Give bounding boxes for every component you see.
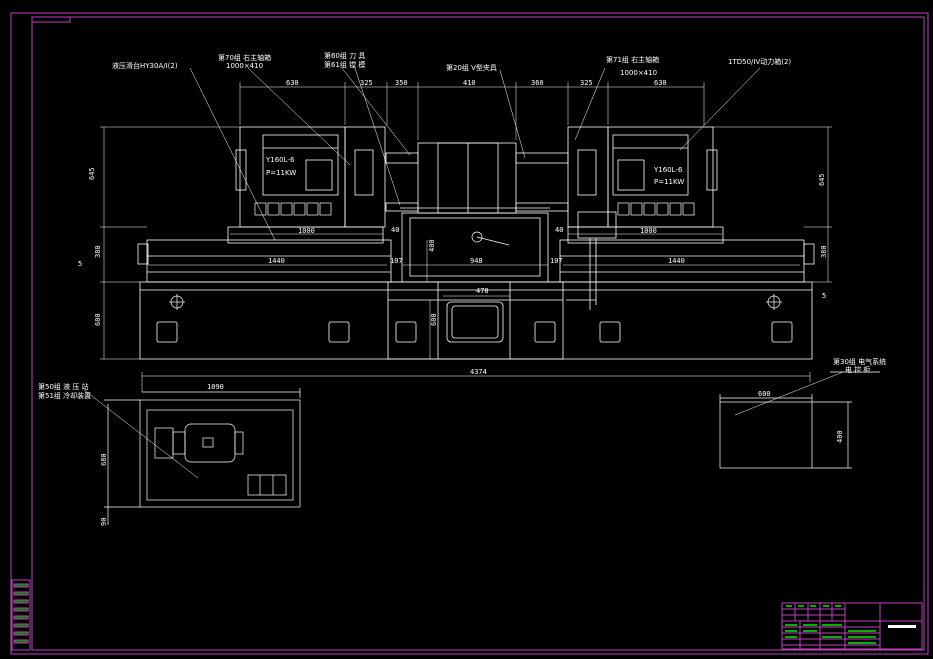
left-strip (11, 579, 31, 651)
labels: 液压滑台HY30A/I(2) 第70组 右主轴箱 1000×410 第60组 刀… (38, 51, 886, 400)
dim-630-right: 630 (654, 79, 667, 87)
label-group-20: 第20组 V型夹具 (446, 63, 497, 72)
label-motor-left-model: Y160L-6 (265, 156, 295, 164)
dim-380-left: 380 (94, 245, 102, 258)
label-motor-right-model: Y160L-6 (653, 166, 683, 174)
label-group-51: 第51组 冷却装置 (38, 391, 91, 400)
dim-350: 350 (395, 79, 408, 87)
dim-40-right: 40 (555, 226, 563, 234)
drawing-title-bar (888, 625, 916, 628)
dim-4374: 4374 (470, 368, 487, 376)
dim-107-right: 107 (550, 257, 563, 265)
crosshair-icons (169, 231, 782, 310)
label-group-71: 第71组 右主轴箱 (606, 55, 659, 64)
title-block (781, 602, 923, 650)
dim-5-right: 5 (822, 292, 826, 300)
inner-frame (31, 16, 925, 651)
dim-645-left: 645 (88, 167, 96, 180)
dim-645-right: 645 (818, 173, 826, 186)
label-hydraulic-slide: 液压滑台HY30A/I(2) (112, 61, 178, 70)
top-left-code-box (31, 16, 71, 23)
dim-325-right: 325 (580, 79, 593, 87)
dim-107-left: 107 (390, 257, 403, 265)
label-power-head: 1TD50/IV动力箱(2) (728, 57, 791, 66)
dim-325-left: 325 (360, 79, 373, 87)
dim-630-left: 630 (286, 79, 299, 87)
hydraulic-station (104, 388, 301, 525)
dim-600-cabinet: 600 (758, 390, 771, 398)
machine-outline (137, 126, 815, 360)
dim-600-mid: 600 (430, 313, 438, 326)
label-group-60: 第60组 刀 具 (324, 51, 365, 60)
dimension-lines (83, 67, 844, 479)
dim-1090: 1090 (207, 383, 224, 391)
dim-1440-left: 1440 (268, 257, 285, 265)
label-group-61: 第61组 镗 模 (324, 60, 365, 69)
dim-380-right: 380 (820, 245, 828, 258)
dim-948: 948 (470, 257, 483, 265)
dim-680: 680 (100, 453, 108, 466)
label-group-50: 第50组 液 压 站 (38, 382, 89, 391)
electric-cabinet (719, 371, 880, 469)
dim-360: 360 (531, 79, 544, 87)
dim-1000-right: 1000 (640, 227, 657, 235)
dim-410: 410 (463, 79, 476, 87)
dim-400: 400 (428, 239, 436, 252)
label-box-size-left: 1000×410 (226, 62, 263, 70)
label-motor-left-power: P=11KW (266, 169, 296, 177)
dim-90: 90 (100, 518, 108, 526)
dim-40-left: 40 (391, 226, 399, 234)
label-box-size-right: 1000×410 (620, 69, 657, 77)
label-group-30: 第30组 电气系统 (833, 357, 886, 366)
dim-1440-right: 1440 (668, 257, 685, 265)
title-block-fills (785, 605, 876, 644)
label-group-70: 第70组 右主轴箱 (218, 53, 271, 62)
drawing-border (10, 12, 929, 655)
dim-1000-left: 1000 (298, 227, 315, 235)
label-electric-sub: 电 控 柜 (845, 365, 870, 374)
dim-600-left: 600 (94, 313, 102, 326)
dim-400-cabinet: 400 (836, 430, 844, 443)
label-motor-right-power: P=11KW (654, 178, 684, 186)
motor-boxes (254, 202, 695, 216)
dim-478: 478 (476, 287, 489, 295)
dimension-text: 630 325 350 410 360 325 630 645 645 380 … (78, 79, 844, 526)
dim-5-left: 5 (78, 260, 82, 268)
